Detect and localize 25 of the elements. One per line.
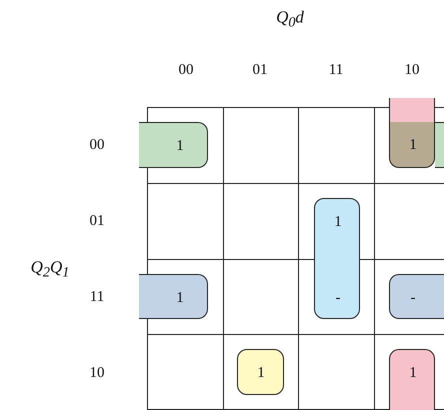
group-highlight — [314, 198, 360, 319]
column-header: 01 — [252, 61, 268, 79]
group-highlight — [139, 274, 208, 319]
cell-value: 1 — [334, 213, 342, 231]
axis-title: Q$_{2}$Q$_{1}$ — [30, 258, 70, 282]
column-header: 00 — [178, 61, 194, 79]
row-header: 01 — [90, 212, 104, 230]
cell-value: 1 — [176, 137, 184, 155]
group-highlight — [389, 98, 435, 168]
group-highlight — [139, 122, 208, 168]
axis-title: Q$_{0}$d — [276, 8, 304, 32]
group-highlight — [389, 349, 435, 410]
cell-value: - — [336, 289, 340, 307]
cell-value: 1 — [176, 289, 184, 307]
column-header: 10 — [404, 61, 420, 79]
group-highlight — [237, 349, 284, 395]
group-highlight — [389, 274, 444, 319]
row-header: 10 — [90, 364, 104, 382]
column-header: 11 — [328, 61, 344, 79]
cell-value: - — [410, 289, 416, 307]
row-header: 00 — [90, 136, 104, 154]
cell-value: 1 — [409, 136, 417, 154]
cell-value: 1 — [409, 364, 417, 382]
cell-value: 1 — [257, 364, 265, 382]
row-header: 11 — [90, 288, 104, 306]
